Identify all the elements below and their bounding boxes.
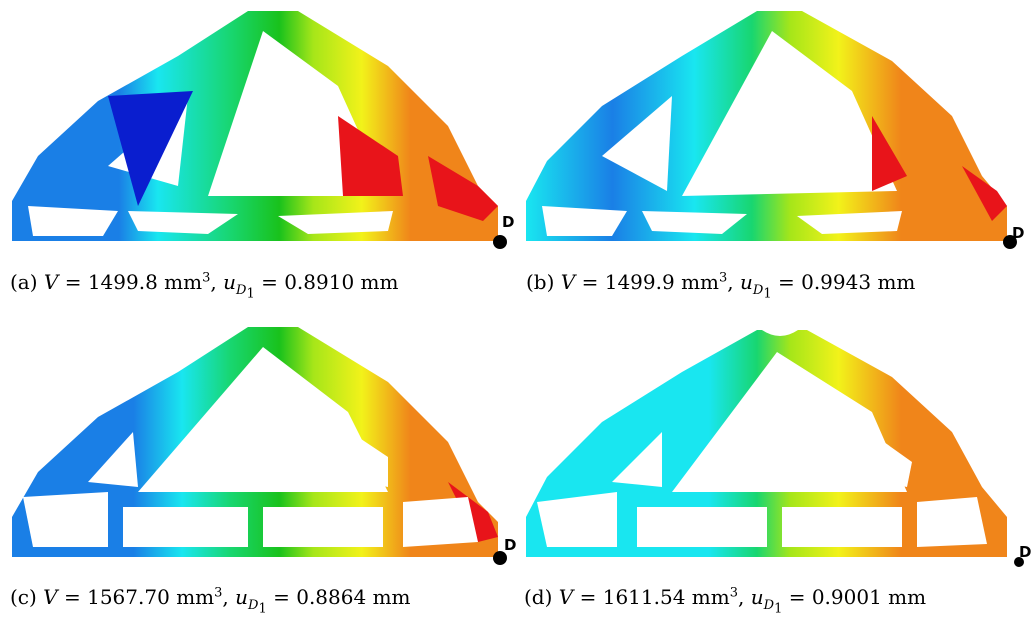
panel-c: D <box>8 322 520 572</box>
hole <box>782 507 902 547</box>
volume-value: 1567.70 <box>87 585 170 609</box>
structure-b: D <box>526 11 1024 249</box>
volume-unit: mm <box>164 270 203 294</box>
red-member <box>428 156 498 221</box>
hole <box>762 324 798 336</box>
hole <box>358 437 388 487</box>
red-member <box>872 116 907 191</box>
disp-sub: D <box>763 598 775 613</box>
hole <box>637 507 767 547</box>
hole <box>877 437 912 487</box>
disp-unit: mm <box>888 585 927 609</box>
disp-symbol: u <box>740 270 753 294</box>
caption-tag: (c) <box>10 585 37 609</box>
hole <box>612 432 662 487</box>
hole <box>537 492 617 547</box>
volume-symbol: V <box>43 585 58 609</box>
disp-sub-index: 1 <box>246 286 255 302</box>
point-d-marker <box>1003 235 1017 249</box>
hole <box>642 211 747 234</box>
point-d-label: D <box>502 213 514 231</box>
caption-tag: (d) <box>524 585 553 609</box>
volume-unit: mm <box>691 585 730 609</box>
hole <box>403 497 478 547</box>
volume-symbol: V <box>43 270 59 294</box>
disp-sub: D <box>248 598 259 613</box>
hole <box>138 347 388 492</box>
disp-sub-index: 1 <box>258 601 267 617</box>
caption-tag: (a) <box>10 270 38 294</box>
disp-value: 0.9001 <box>811 585 882 609</box>
point-d-marker <box>493 235 507 249</box>
panel-b: D <box>522 6 1031 256</box>
hole <box>682 31 897 196</box>
hole <box>672 352 907 492</box>
point-d-label: D <box>504 536 516 554</box>
panel-a: D <box>8 6 520 256</box>
disp-value: 0.9943 <box>801 270 872 294</box>
structure-d: D <box>526 324 1031 567</box>
point-d-label: D <box>1012 224 1024 242</box>
disp-symbol: u <box>235 585 249 609</box>
volume-unit: mm <box>681 270 719 294</box>
hole <box>797 211 902 234</box>
disp-symbol: u <box>750 585 764 609</box>
disp-value: 0.8910 <box>284 270 355 294</box>
volume-value: 1611.54 <box>602 585 686 609</box>
caption-b: (b) V = 1499.9 mm3, uD1 = 0.9943 mm <box>526 270 916 302</box>
disp-sub: D <box>752 283 764 298</box>
volume-value: 1499.9 <box>604 270 675 294</box>
red-member <box>962 166 1007 221</box>
volume-symbol: V <box>560 270 576 294</box>
point-d-label: D <box>1019 543 1031 561</box>
caption-c: (c) V = 1567.70 mm3, uD1 = 0.8864 mm <box>10 585 411 617</box>
volume-unit-exp: 3 <box>729 585 739 601</box>
hole <box>88 432 138 487</box>
disp-sub-index: 1 <box>763 286 772 302</box>
hole <box>278 211 393 234</box>
volume-symbol: V <box>558 585 574 609</box>
caption-a: (a) V = 1499.8 mm3, uD1 = 0.8910 mm <box>10 270 399 302</box>
red-member <box>338 116 403 196</box>
hole <box>263 507 383 547</box>
volume-unit-exp: 3 <box>202 270 211 286</box>
volume-unit-exp: 3 <box>719 270 728 286</box>
disp-value: 0.8864 <box>296 585 367 609</box>
hole <box>23 492 108 547</box>
hole <box>542 206 627 236</box>
hole <box>128 211 238 234</box>
hole <box>602 96 672 191</box>
volume-value: 1499.8 <box>87 270 158 294</box>
caption-d: (d) V = 1611.54 mm3, uD1 = 0.9001 mm <box>524 585 927 617</box>
disp-sub-index: 1 <box>774 601 783 617</box>
disp-sub: D <box>236 283 247 298</box>
caption-tag: (b) <box>526 270 555 294</box>
point-d-marker <box>493 551 507 565</box>
disp-symbol: u <box>223 270 236 294</box>
hole <box>917 497 987 547</box>
hole <box>28 206 118 236</box>
point-d-marker <box>1014 557 1024 567</box>
red-member <box>448 482 498 542</box>
hole <box>123 507 248 547</box>
volume-unit-exp: 3 <box>214 585 223 601</box>
panel-d: D <box>522 322 1031 572</box>
disp-unit: mm <box>360 270 399 294</box>
structure-c: D <box>12 327 516 565</box>
structure-a: D <box>12 11 514 249</box>
disp-unit: mm <box>877 270 916 294</box>
disp-unit: mm <box>372 585 411 609</box>
volume-unit: mm <box>176 585 215 609</box>
blue-member <box>108 91 193 206</box>
